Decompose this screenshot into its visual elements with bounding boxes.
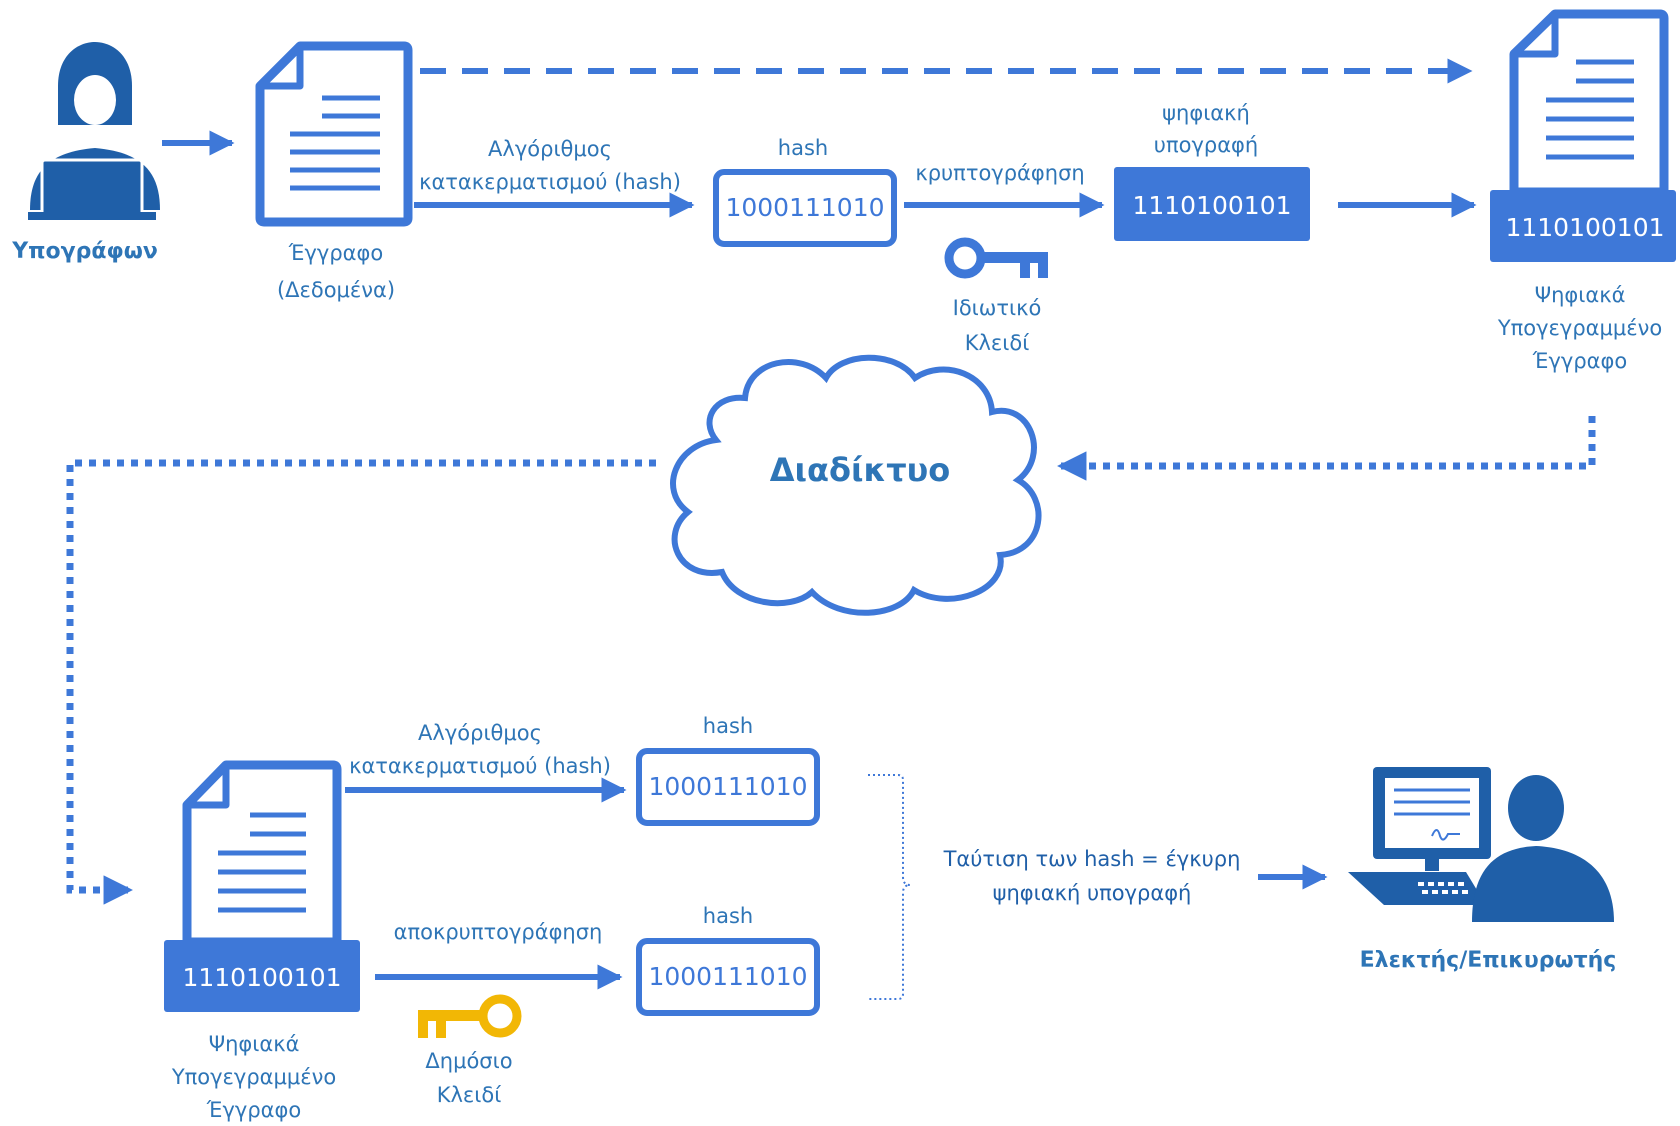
digital-signature-value: 1110100101: [1132, 191, 1291, 220]
digital-signature-box: [1114, 167, 1310, 241]
internet-label: Διαδίκτυο: [770, 451, 950, 489]
signed-document-top-line1: Ψηφιακά: [1535, 283, 1626, 307]
private-key-icon: [944, 237, 1048, 279]
private-key-line2: Κλειδί: [965, 331, 1030, 355]
signed-document-bottom-line2: Υπογεγραμμένο: [171, 1065, 336, 1089]
signed-document-top-line2: Υπογεγραμμένο: [1497, 316, 1662, 340]
hash-top-box: [713, 169, 897, 247]
signed-document-top-line3: Έγγραφο: [1532, 349, 1627, 373]
cloud-icon: [670, 354, 1042, 616]
hash-bottom-2-value: 1000111010: [648, 962, 807, 991]
document-label-line2: (Δεδομένα): [277, 278, 395, 302]
match-line1: Ταύτιση των hash = έγκυρη: [943, 847, 1241, 871]
hash-algorithm-bottom-line2: κατακερματισμού (hash): [349, 754, 611, 778]
public-key-line2: Κλειδί: [437, 1083, 502, 1107]
hash-bottom-2-label: hash: [703, 904, 753, 928]
arrow-internet-to-signed-document: [66, 459, 656, 905]
signed-document-bottom-line3: Έγγραφο: [206, 1098, 301, 1122]
digital-signature-line2: υπογραφή: [1154, 133, 1258, 157]
hash-algorithm-top-line1: Αλγόριθμος: [488, 137, 612, 161]
signed-document-top-value: 1110100101: [1505, 213, 1664, 242]
signer-label: Υπογράφων: [11, 239, 158, 264]
verifier-computer-icon: [1348, 767, 1614, 922]
hash-top-label: hash: [778, 136, 828, 160]
verifier-label: Ελεκτής/Επικυρωτής: [1360, 948, 1617, 973]
arrow-signed-document-to-internet: [1057, 416, 1596, 481]
signed-document-bottom-icon: [164, 760, 360, 1012]
digital-signature-line1: ψηφιακή: [1162, 101, 1250, 125]
public-key-line1: Δημόσιο: [425, 1049, 512, 1073]
document-label-line1: Έγγραφο: [288, 241, 383, 265]
public-key-icon: [418, 994, 522, 1038]
hash-top-value: 1000111010: [725, 193, 884, 222]
hash-algorithm-bottom-line1: Αλγόριθμος: [418, 721, 542, 745]
hash-algorithm-top-line2: κατακερματισμού (hash): [419, 170, 681, 194]
signed-document-bottom-value: 1110100101: [182, 963, 341, 992]
signed-document-bottom-line1: Ψηφιακά: [209, 1032, 300, 1056]
hash-comparison-brace: [868, 774, 911, 1000]
hash-bottom-1-value: 1000111010: [648, 772, 807, 801]
hash-bottom-2-box: [636, 938, 820, 1016]
hash-bottom-1-label: hash: [703, 714, 753, 738]
signer-person-icon: [28, 42, 160, 220]
hash-bottom-1-box: [636, 748, 820, 826]
signed-document-top-icon: [1490, 9, 1676, 262]
match-line2: ψηφιακή υπογραφή: [993, 881, 1192, 905]
encryption-label: κρυπτογράφηση: [915, 161, 1084, 185]
private-key-line1: Ιδιωτικό: [953, 296, 1042, 320]
decryption-label: αποκρυπτογράφηση: [394, 920, 603, 944]
document-icon: [255, 41, 413, 227]
